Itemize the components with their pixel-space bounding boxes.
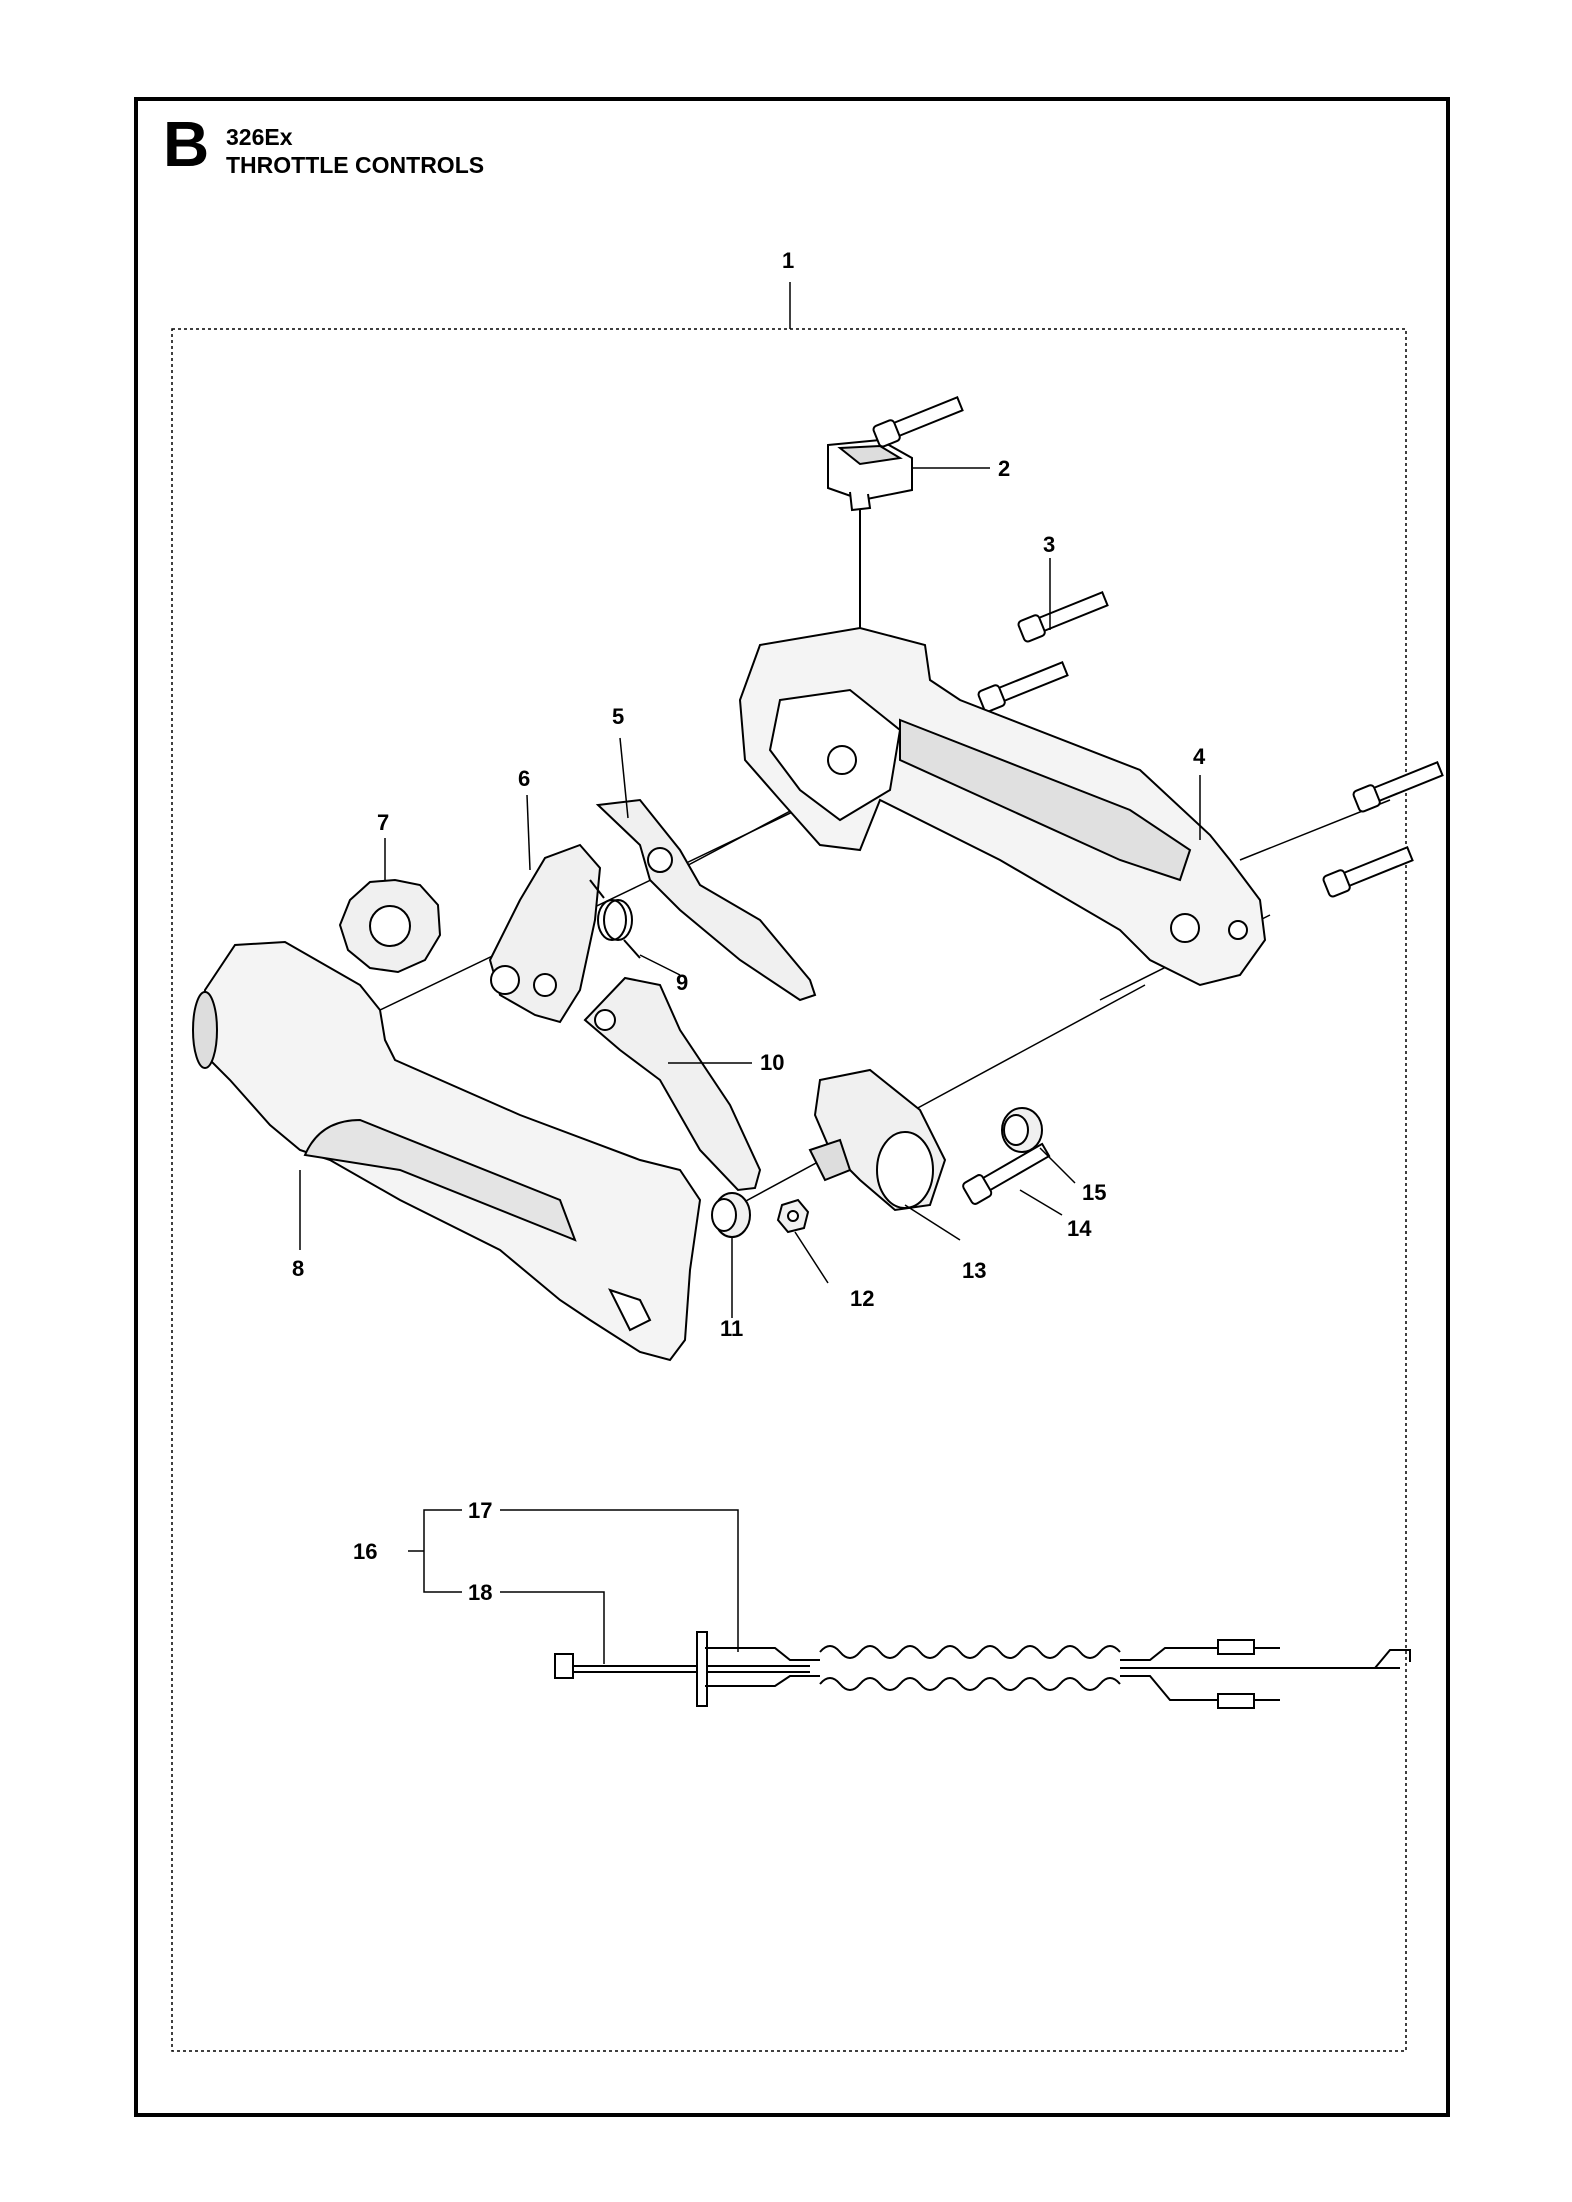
callout-9: 9 [676, 970, 688, 995]
callout-15: 15 [1082, 1180, 1106, 1205]
throttle-cable-assembly [554, 1631, 1411, 1709]
callout-14: 14 [1067, 1216, 1092, 1241]
callout-10: 10 [760, 1050, 784, 1075]
part-14-screw [962, 1142, 1051, 1205]
callout-13: 13 [962, 1258, 986, 1283]
part-11-bushing [711, 1192, 751, 1238]
part-15-bushing [1001, 1107, 1043, 1153]
callout-1: 1 [782, 248, 794, 273]
part-12-nut [776, 1198, 810, 1234]
callout-2: 2 [998, 456, 1010, 481]
callout-6: 6 [518, 766, 530, 791]
part-3-screws [872, 395, 1444, 898]
bracket-lines [408, 1509, 739, 1664]
part-8-handle-half [192, 940, 702, 1362]
callout-16: 16 [353, 1539, 377, 1564]
part-9-spring [589, 879, 641, 959]
page-frame [134, 97, 1450, 2117]
part-6-plate [488, 843, 602, 1024]
callout-8: 8 [292, 1256, 304, 1281]
part-2-stop-switch [827, 438, 913, 640]
callout-4: 4 [1193, 744, 1206, 769]
section-title: THROTTLE CONTROLS [226, 152, 485, 178]
part-7-damper-ring [338, 878, 442, 974]
section-letter: B [163, 108, 210, 180]
callout-labels: 1 2 3 4 5 6 7 8 9 10 11 12 13 14 15 16 1… [292, 248, 1206, 1605]
model-name: 326Ex [226, 124, 293, 150]
part-10-throttle-trigger [583, 976, 762, 1192]
part-5-lever [595, 798, 817, 1002]
assembly-boundary [171, 328, 1407, 2052]
callout-5: 5 [612, 704, 624, 729]
callout-17: 17 [468, 1498, 492, 1523]
callout-12: 12 [850, 1286, 874, 1311]
callout-18: 18 [468, 1580, 492, 1605]
part-13-clamp [808, 1068, 947, 1212]
callout-7: 7 [377, 810, 389, 835]
part-4-handle-half [738, 626, 1267, 987]
callout-11: 11 [720, 1316, 743, 1341]
leader-lines [299, 467, 1201, 1318]
callout-3: 3 [1043, 532, 1055, 557]
